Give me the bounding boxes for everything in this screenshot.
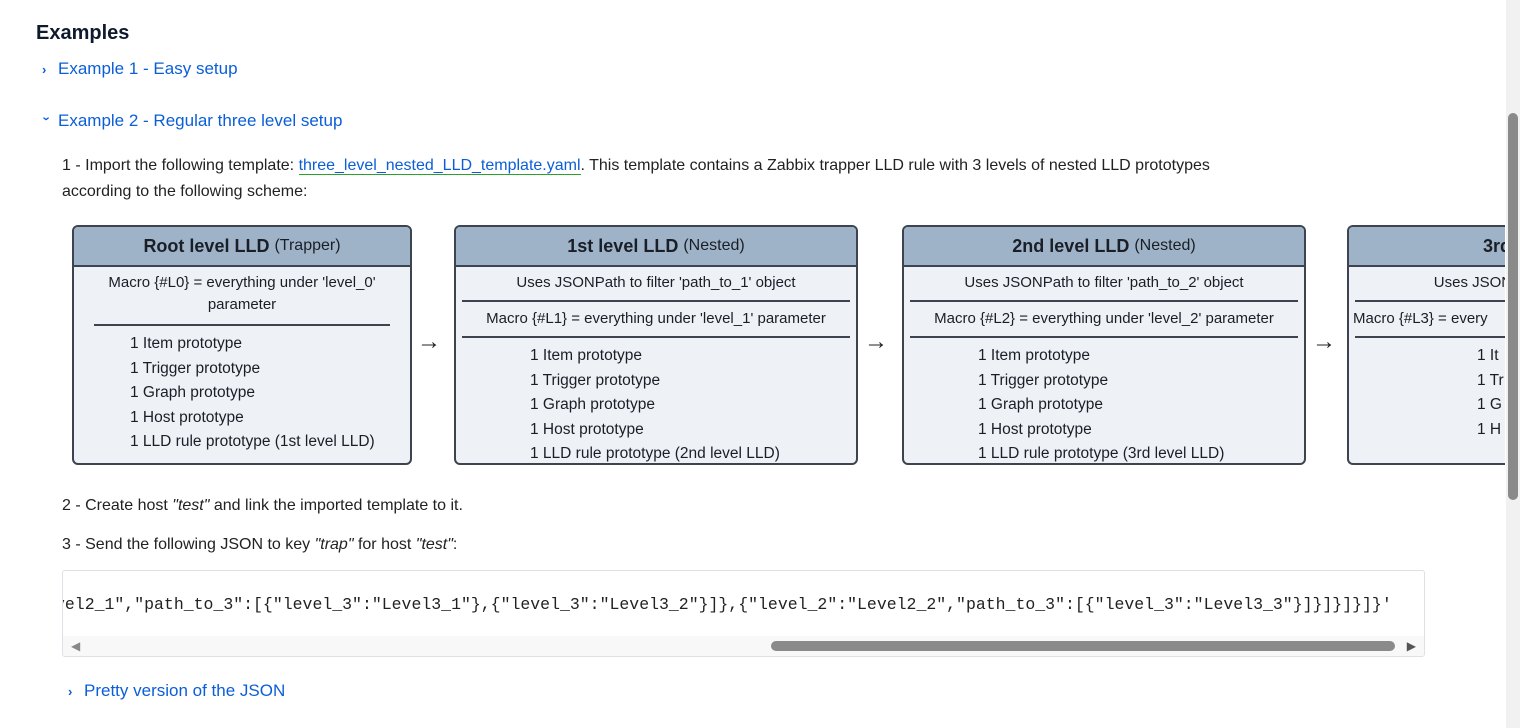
arrow-icon: → bbox=[1312, 328, 1336, 355]
box-title: 3rd lev bbox=[1482, 235, 1505, 256]
json-code[interactable]: vel2_1","path_to_3":[{"level_3":"Level3_… bbox=[62, 595, 1392, 614]
box-header: 3rd lev bbox=[1349, 227, 1505, 267]
prototype-item: 1 LLD rule prototype (1st level LLD) bbox=[130, 433, 375, 450]
box-header: 1st level LLD (Nested) bbox=[456, 227, 856, 267]
box-header: Root level LLD (Trapper) bbox=[74, 227, 410, 267]
step-3-colon: : bbox=[452, 536, 458, 553]
macro-text: Macro {#L0} = everything under 'level_0' bbox=[108, 274, 376, 291]
arrow-icon: → bbox=[417, 328, 441, 355]
divider bbox=[910, 336, 1298, 338]
macro-text: Macro {#L1} = everything under 'level_1'… bbox=[486, 310, 826, 327]
example-1-label: Example 1 - Easy setup bbox=[58, 59, 238, 78]
prototype-item: 1 Item prototype bbox=[530, 347, 643, 364]
step-1-text: 1 - Import the following template: bbox=[62, 157, 299, 174]
divider bbox=[910, 300, 1298, 302]
scrollbar-thumb[interactable] bbox=[771, 641, 1395, 651]
prototype-item: 1 Trigger prototype bbox=[530, 371, 661, 389]
first-level-box: 1st level LLD (Nested) Uses JSONPath to … bbox=[454, 225, 858, 465]
example-2-label: Example 2 - Regular three level setup bbox=[58, 111, 343, 130]
example-2-toggle[interactable]: ›Example 2 - Regular three level setup bbox=[39, 111, 343, 131]
pretty-json-label: Pretty version of the JSON bbox=[84, 681, 286, 700]
host-name: "test" bbox=[415, 536, 453, 553]
macro-text: Macro {#L3} = every bbox=[1353, 310, 1488, 327]
prototype-item: 1 Graph prototype bbox=[130, 384, 255, 401]
step-3-text-2: for host bbox=[353, 536, 416, 553]
step-2-suffix: and link the imported template to it. bbox=[209, 497, 463, 514]
box-type: (Nested) bbox=[683, 237, 745, 254]
box-title: 2nd level LLD bbox=[1012, 235, 1130, 256]
prototype-item: 1 Tr bbox=[1477, 371, 1504, 389]
prototype-item: 1 Trigger prototype bbox=[978, 371, 1109, 389]
host-name: "test" bbox=[172, 497, 210, 514]
divider bbox=[462, 300, 850, 302]
step-2-text: 2 - Create host bbox=[62, 497, 173, 514]
arrow-icon: → bbox=[864, 328, 888, 355]
box-header: 2nd level LLD (Nested) bbox=[904, 227, 1304, 267]
second-level-box: 2nd level LLD (Nested) Uses JSONPath to … bbox=[902, 225, 1306, 465]
prototype-item: 1 Item prototype bbox=[978, 347, 1091, 364]
macro-text-2: parameter bbox=[207, 296, 277, 313]
box-title: Root level LLD bbox=[143, 235, 270, 256]
box-type: (Trapper) bbox=[274, 237, 341, 254]
prototype-item: 1 It bbox=[1477, 347, 1499, 364]
third-level-box: 3rd lev Uses JSONPath Macro {#L3} = ever… bbox=[1347, 225, 1505, 465]
prototype-item: 1 Host prototype bbox=[130, 408, 244, 426]
vertical-scrollbar[interactable] bbox=[1506, 0, 1520, 728]
prototype-item: 1 Trigger prototype bbox=[130, 359, 261, 377]
chevron-right-icon: › bbox=[42, 61, 47, 77]
prototype-item: 1 Host prototype bbox=[978, 420, 1092, 438]
filter-text: Uses JSONPath bbox=[1433, 274, 1505, 291]
step-1-suffix: . This template contains a Zabbix trappe… bbox=[580, 157, 1210, 174]
divider bbox=[462, 336, 850, 338]
divider bbox=[94, 324, 390, 326]
filter-text: Uses JSONPath to filter 'path_to_2' obje… bbox=[964, 274, 1244, 291]
chevron-right-icon: › bbox=[68, 683, 73, 699]
prototype-item: 1 LLD rule prototype (2nd level LLD) bbox=[530, 445, 780, 462]
box-title: 1st level LLD bbox=[567, 235, 679, 256]
prototype-item: 1 H bbox=[1477, 420, 1502, 438]
section-heading: Examples bbox=[36, 22, 130, 44]
step-1-line2: according to the following scheme: bbox=[62, 183, 308, 200]
divider bbox=[1355, 336, 1505, 338]
step-1: 1 - Import the following template: three… bbox=[62, 153, 1210, 205]
step-3: 3 - Send the following JSON to key "trap… bbox=[62, 532, 457, 558]
prototype-item: 1 Host prototype bbox=[530, 420, 644, 438]
step-2: 2 - Create host "test" and link the impo… bbox=[62, 493, 463, 519]
json-code-block[interactable]: vel2_1","path_to_3":[{"level_3":"Level3_… bbox=[62, 570, 1425, 657]
scroll-right-icon[interactable]: ▶ bbox=[1406, 639, 1416, 653]
prototype-item: 1 Graph prototype bbox=[530, 396, 655, 413]
macro-text: Macro {#L2} = everything under 'level_2'… bbox=[934, 310, 1274, 327]
lld-scheme-diagram: Root level LLD (Trapper) Macro {#L0} = e… bbox=[62, 218, 1505, 474]
prototype-item: 1 LLD rule prototype (3rd level LLD) bbox=[978, 445, 1225, 462]
scrollbar-thumb[interactable] bbox=[1508, 113, 1518, 500]
prototype-item: 1 Item prototype bbox=[130, 335, 243, 352]
filter-text: Uses JSONPath to filter 'path_to_1' obje… bbox=[516, 274, 796, 291]
chevron-down-icon: › bbox=[39, 116, 55, 121]
template-link[interactable]: three_level_nested_LLD_template.yaml bbox=[298, 157, 581, 175]
prototype-item: 1 G bbox=[1477, 396, 1502, 413]
step-3-text: 3 - Send the following JSON to key bbox=[62, 536, 315, 553]
box-type: (Nested) bbox=[1134, 237, 1196, 254]
root-level-box: Root level LLD (Trapper) Macro {#L0} = e… bbox=[72, 225, 412, 465]
horizontal-scrollbar[interactable]: ◀ ▶ bbox=[63, 636, 1424, 656]
pretty-json-toggle[interactable]: › Pretty version of the JSON bbox=[68, 681, 285, 701]
scroll-left-icon[interactable]: ◀ bbox=[71, 639, 81, 653]
example-1-toggle[interactable]: › Example 1 - Easy setup bbox=[42, 59, 238, 79]
divider bbox=[1355, 300, 1505, 302]
item-key: "trap" bbox=[314, 536, 354, 553]
prototype-item: 1 Graph prototype bbox=[978, 396, 1103, 413]
